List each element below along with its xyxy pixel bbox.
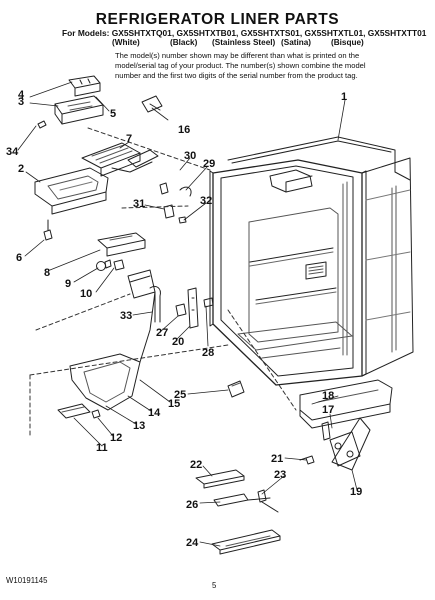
callout-16: 16 [178, 124, 190, 136]
callout-29: 29 [203, 158, 215, 170]
callout-25: 25 [174, 389, 186, 401]
light-lens-7 [81, 142, 159, 177]
callout-2: 2 [18, 163, 24, 175]
callout-labels: 1 2 3 4 5 6 7 8 9 10 11 12 13 14 15 16 1… [6, 89, 362, 549]
callout-22: 22 [190, 459, 202, 471]
housing-parts-3-4-5 [37, 75, 104, 129]
callout-1: 1 [341, 91, 347, 103]
sensor-25 [227, 380, 245, 398]
callout-30: 30 [184, 150, 196, 162]
bracket-parts-27-28-33-20 [149, 285, 214, 329]
tube-16 [141, 95, 163, 113]
variant-black: (Black) [170, 38, 198, 47]
model-note: The model(s) number shown may be differe… [115, 51, 366, 81]
leader-lines [17, 81, 358, 547]
callout-21: 21 [271, 453, 283, 465]
callout-26: 26 [186, 499, 198, 511]
callout-8: 8 [44, 267, 50, 279]
models-line: For Models: GX5SHTXTQ01, GX5SHTXTB01, GX… [62, 28, 427, 38]
callout-15: 15 [168, 398, 180, 410]
control-housing-17-18-19 [299, 379, 393, 471]
callout-3: 3 [18, 96, 24, 108]
callout-32: 32 [200, 195, 212, 207]
variant-white: (White) [112, 38, 140, 47]
callout-14: 14 [148, 407, 161, 419]
callout-10: 10 [80, 288, 92, 300]
liner-part [209, 136, 414, 386]
page-title: REFRIGERATOR LINER PARTS [95, 11, 340, 28]
callout-4: 4 [18, 89, 25, 101]
small-parts-22-23-26 [195, 469, 279, 513]
socket-assembly-8-9-10 [96, 232, 146, 271]
callout-18: 18 [322, 390, 334, 402]
callout-5: 5 [110, 108, 116, 120]
callout-33: 33 [120, 310, 132, 322]
callout-17: 17 [322, 404, 334, 416]
callout-11: 11 [96, 442, 108, 454]
cover-24 [211, 529, 281, 555]
callout-13: 13 [133, 420, 145, 432]
dashed-reference-lines [29, 127, 297, 439]
callout-23: 23 [274, 469, 286, 481]
bottom-cover-13-14-15 [57, 269, 156, 419]
callout-9: 9 [65, 278, 71, 290]
small-parts-29-30-31-32 [159, 182, 192, 224]
callout-28: 28 [202, 347, 214, 359]
callout-20: 20 [172, 336, 184, 348]
callout-19: 19 [350, 486, 362, 498]
callout-6: 6 [16, 252, 22, 264]
callout-12: 12 [110, 432, 122, 444]
document-number: W10191145 [6, 576, 48, 585]
variant-bisque: (Bisque) [331, 38, 364, 47]
callout-27: 27 [156, 327, 168, 339]
callout-34: 34 [6, 146, 19, 158]
callout-7: 7 [126, 133, 132, 145]
callout-24: 24 [186, 537, 199, 549]
page-number: 5 [212, 581, 217, 590]
callout-31: 31 [133, 198, 145, 210]
light-housing-2 [34, 167, 109, 241]
variant-stainless: (Stainless Steel) [212, 38, 276, 47]
variant-satina: (Satina) [281, 38, 312, 47]
